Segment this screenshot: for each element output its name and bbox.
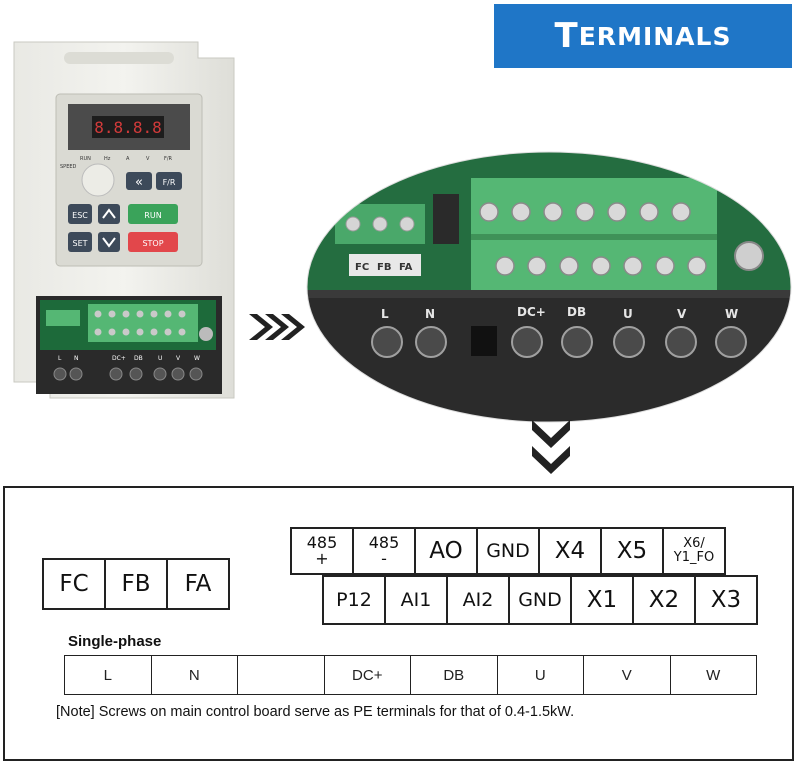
inv-pl-v: V <box>176 355 181 362</box>
zoom-pl-n: N <box>425 307 435 321</box>
terminal-x1: X1 <box>570 575 634 625</box>
zoom-pl-db: DB <box>567 305 586 319</box>
power-dc-plus: DC+ <box>325 656 411 694</box>
zoom-pl-w: W <box>725 307 738 321</box>
relay-fb: FB <box>104 558 168 610</box>
zoom-pl-l: L <box>381 307 389 321</box>
terminal-x3: X3 <box>694 575 758 625</box>
relay-fc: FC <box>42 558 106 610</box>
terminal-485-minus-l2: - <box>381 549 387 568</box>
zoom-aux-fc: FC <box>355 262 369 273</box>
terminal-gnd-top: GND <box>476 527 540 575</box>
ind-v: V <box>146 156 150 162</box>
terminal-485-plus-l1: 485 <box>306 533 338 552</box>
power-terminal-row: L N DC+ DB U V W <box>64 655 757 695</box>
ind-a: A <box>126 156 130 162</box>
terminal-485-minus: 485 - <box>352 527 416 575</box>
ind-hz: Hz <box>104 156 111 162</box>
terminal-ai2: AI2 <box>446 575 510 625</box>
power-blank <box>238 656 325 694</box>
inv-pl-n: N <box>74 355 79 362</box>
power-w: W <box>706 666 721 684</box>
power-v: V <box>584 656 671 694</box>
power-db: DB <box>411 656 498 694</box>
terminal-x6-y1fo: X6/ Y1_FO <box>662 527 726 575</box>
single-phase-label: Single-phase <box>68 633 162 650</box>
zoom-pl-u: U <box>623 307 633 321</box>
terminal-x2: X2 <box>632 575 696 625</box>
terminal-x6-l1: X6/ <box>683 536 705 551</box>
speed-label: SPEED <box>60 164 77 170</box>
power-n: N <box>152 656 238 694</box>
ind-fr: F/R <box>164 156 173 162</box>
stop-button: STOP <box>142 239 163 248</box>
ind-run: RUN <box>80 156 91 162</box>
terminal-gnd-bottom: GND <box>508 575 572 625</box>
terminal-ao: AO <box>414 527 478 575</box>
terminal-ai1: AI1 <box>384 575 448 625</box>
power-u: U <box>498 656 584 694</box>
terminal-zoom-photo: FC FB FA L N DC+ DB U V W <box>306 151 792 423</box>
terminal-485-minus-l1: 485 <box>368 533 400 552</box>
inv-pl-u: U <box>158 355 162 362</box>
set-button: SET <box>72 239 87 248</box>
esc-button: ESC <box>72 211 88 220</box>
inv-pl-w: W <box>194 355 200 362</box>
run-button: RUN <box>144 211 161 220</box>
svg-text:8.8.8.8: 8.8.8.8 <box>94 118 161 137</box>
arrow-down-icon <box>532 420 570 474</box>
relay-fa: FA <box>166 558 230 610</box>
terminal-485-plus: 485 + <box>290 527 354 575</box>
zoom-aux-fb: FB <box>377 262 391 273</box>
fr-button: F/R <box>163 178 176 187</box>
power-l: L <box>65 656 152 694</box>
terminal-p12: P12 <box>322 575 386 625</box>
inverter-photo: 8.8.8.8 RUN Hz A V F/R SPEED « F/R ESC R… <box>13 41 235 399</box>
pe-note: [Note] Screws on main control board serv… <box>56 704 575 720</box>
terminal-x4: X4 <box>538 527 602 575</box>
title-rest: ERMINALS <box>578 21 732 51</box>
zoom-pl-dc: DC+ <box>517 305 546 319</box>
inv-pl-db: DB <box>134 355 143 362</box>
title-first-letter: T <box>554 16 579 56</box>
inv-pl-l: L <box>58 355 62 362</box>
terminal-485-plus-l2: + <box>315 549 329 568</box>
inv-pl-dc: DC+ <box>112 355 126 362</box>
rev-button: « <box>135 175 143 190</box>
arrow-right-icon <box>249 314 305 340</box>
zoom-pl-v: V <box>677 307 687 321</box>
terminal-x5: X5 <box>600 527 664 575</box>
zoom-aux-fa: FA <box>399 262 413 273</box>
terminal-x6-l2: Y1_FO <box>673 550 715 565</box>
